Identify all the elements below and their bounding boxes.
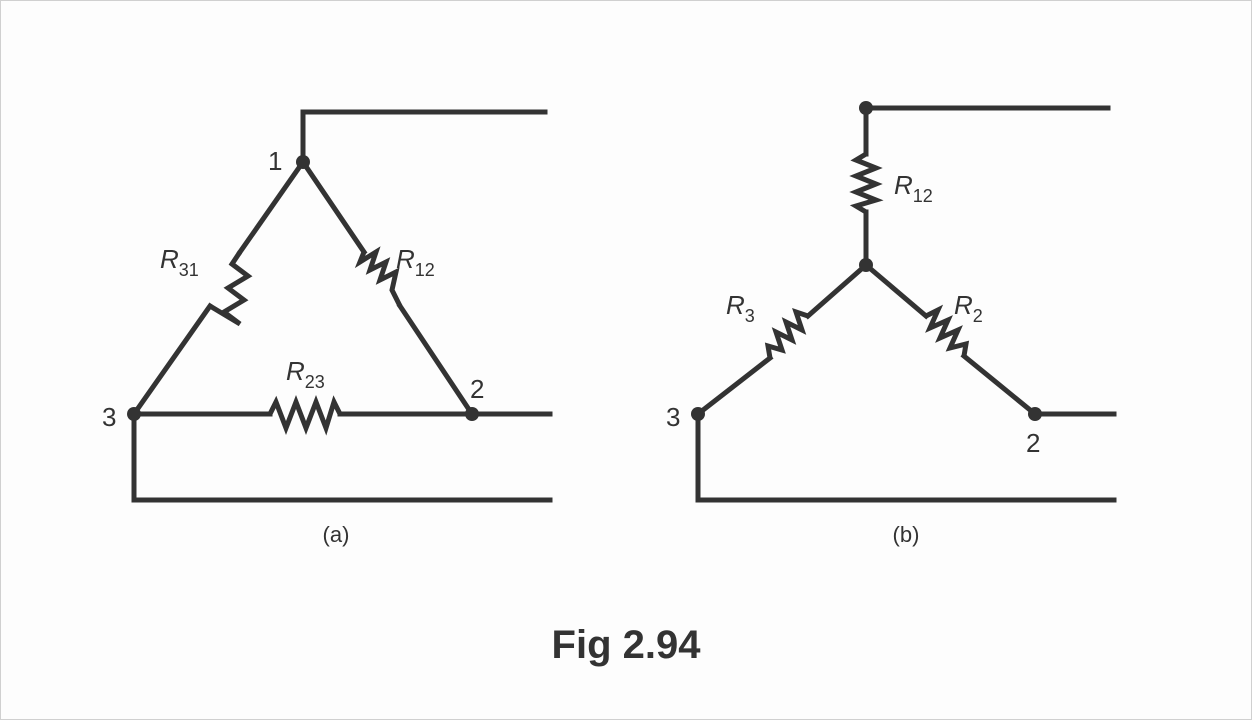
- delta-r23-sub: 23: [305, 372, 325, 392]
- delta-resistor-r12: [354, 246, 403, 308]
- wye-resistor-r2: [924, 304, 970, 357]
- wye-r3-letter: R: [726, 290, 745, 320]
- delta-r31-letter: R: [160, 244, 179, 274]
- wye-r3-label: R3: [726, 290, 755, 326]
- figure-title: Fig 2.94: [552, 623, 702, 667]
- wye-resistor-r12: [849, 151, 884, 215]
- wye-caption: (b): [893, 522, 920, 547]
- delta-r23-label: R23: [286, 356, 325, 392]
- delta-r31-label: R31: [160, 244, 199, 280]
- delta-node-3-label: 3: [102, 402, 116, 432]
- delta-r31-sub: 31: [179, 260, 199, 280]
- wye-r3-sub: 3: [745, 306, 755, 326]
- delta-edge-left-upper: [236, 158, 307, 256]
- wye-network: 2 3 R12 R3 R2 (b): [666, 101, 1117, 547]
- wye-node-1: [859, 101, 873, 115]
- delta-network: 1 2 3 R31 R12 R23 (a): [102, 109, 553, 547]
- wye-node-3: [691, 407, 705, 421]
- delta-caption: (a): [323, 522, 350, 547]
- wye-r2-sub: 2: [973, 306, 983, 326]
- delta-r12-label: R12: [396, 244, 435, 280]
- wye-terminal-3-wire: [695, 411, 1117, 503]
- wye-node-2-label: 2: [1026, 428, 1040, 458]
- wye-branch-right-upper: [862, 261, 930, 320]
- wye-resistor-r3: [764, 308, 809, 359]
- delta-node-1-label: 1: [268, 146, 282, 176]
- wye-r12-sub: 12: [913, 186, 933, 206]
- wye-r12-letter: R: [894, 170, 913, 200]
- delta-r12-sub: 12: [415, 260, 435, 280]
- delta-r23-letter: R: [286, 356, 305, 386]
- wye-r2-label: R2: [954, 290, 983, 326]
- wye-node-2: [1028, 407, 1042, 421]
- delta-node-2: [465, 407, 479, 421]
- wye-branch-left-lower: [694, 354, 774, 418]
- wye-branch-right-lower: [960, 352, 1039, 418]
- delta-resistor-r31: [208, 250, 253, 327]
- wye-r2-letter: R: [954, 290, 973, 320]
- delta-edge-right-lower: [396, 302, 476, 418]
- delta-terminal-1-wire: [300, 109, 548, 165]
- delta-terminal-3-wire: [131, 411, 553, 503]
- delta-resistor-r23: [267, 395, 343, 436]
- delta-edge-left-lower: [130, 302, 214, 418]
- wye-node-3-label: 3: [666, 402, 680, 432]
- wye-r12-label: R12: [894, 170, 933, 206]
- delta-node-3: [127, 407, 141, 421]
- delta-node-1: [296, 155, 310, 169]
- delta-node-2-label: 2: [470, 374, 484, 404]
- delta-edge-right-upper: [299, 158, 368, 256]
- wye-branch-left-upper: [804, 261, 870, 320]
- wye-node-center: [859, 258, 873, 272]
- delta-r12-letter: R: [396, 244, 415, 274]
